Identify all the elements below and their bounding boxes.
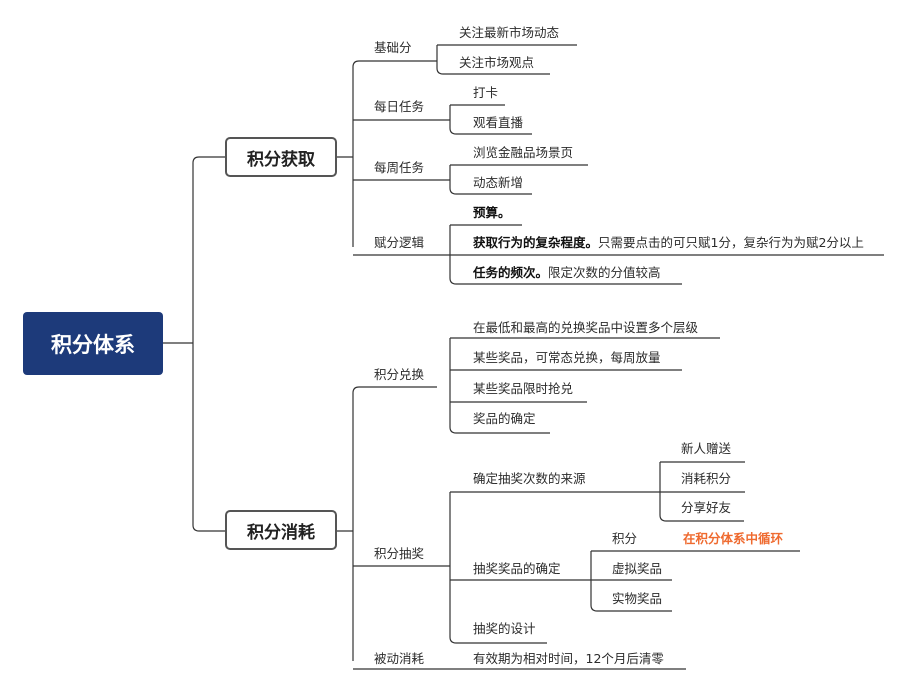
root-node: 积分体系 — [23, 312, 163, 375]
group-label: 每周任务 — [374, 160, 425, 175]
sub-group-label: 确定抽奖次数的来源 — [473, 471, 586, 486]
leaf-item: 虚拟奖品 — [612, 561, 663, 576]
sub-group-label: 抽奖奖品的确定 — [473, 561, 561, 576]
sub-group-label: 抽奖的设计 — [473, 621, 536, 636]
leaf-item: 消耗积分 — [681, 471, 732, 486]
leaf-bold: 预算。 — [473, 205, 511, 220]
branch-consume: 积分消耗 — [225, 510, 337, 550]
leaf-item: 任务的频次。限定次数的分值较高 — [473, 265, 661, 281]
group-label: 每日任务 — [374, 99, 425, 114]
leaf-text: 只需要点击的可只赋1分，复杂行为为赋2分以上 — [598, 235, 864, 250]
leaf-item: 有效期为相对时间，12个月后清零 — [473, 651, 664, 666]
group-label: 被动消耗 — [374, 651, 425, 666]
leaf-item: 获取行为的复杂程度。只需要点击的可只赋1分，复杂行为为赋2分以上 — [473, 235, 864, 251]
leaf-bold: 任务的频次。 — [473, 265, 549, 280]
branch-acquire: 积分获取 — [225, 137, 337, 177]
leaf-item: 关注市场观点 — [459, 55, 535, 70]
leaf-item: 积分 — [612, 531, 638, 546]
leaf-item: 动态新增 — [473, 175, 524, 190]
leaf-text: 限定次数的分值较高 — [548, 265, 661, 280]
leaf-bold: 获取行为的复杂程度。 — [473, 235, 599, 250]
leaf-item: 实物奖品 — [612, 591, 663, 606]
leaf-item: 打卡 — [473, 85, 499, 100]
leaf-item: 分享好友 — [681, 500, 732, 515]
highlight-note: 在积分体系中循环 — [683, 531, 784, 546]
leaf-item: 新人赠送 — [681, 441, 732, 456]
leaf-item: 观看直播 — [473, 115, 524, 130]
leaf-item: 关注最新市场动态 — [459, 25, 560, 40]
group-label: 积分兑换 — [374, 367, 425, 382]
leaf-item: 浏览金融品场景页 — [473, 145, 574, 160]
leaf-item: 预算。 — [473, 205, 511, 221]
group-label: 基础分 — [374, 40, 412, 55]
group-label: 赋分逻辑 — [374, 235, 425, 250]
leaf-item: 在最低和最高的兑换奖品中设置多个层级 — [473, 320, 699, 335]
group-label: 积分抽奖 — [374, 546, 425, 561]
leaf-item: 某些奖品限时抢兑 — [473, 381, 574, 396]
leaf-item: 某些奖品，可常态兑换，每周放量 — [473, 350, 661, 365]
leaf-item: 奖品的确定 — [473, 411, 536, 426]
